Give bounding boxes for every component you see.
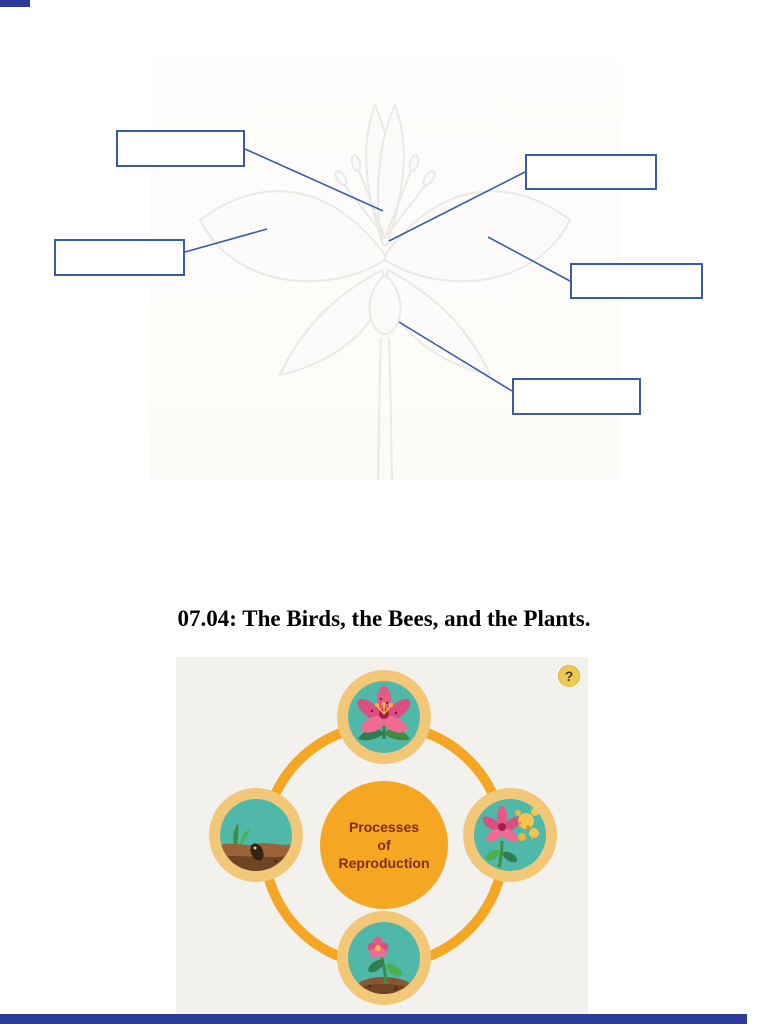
flower-outline-drawing [198, 102, 572, 480]
reproduction-infographic: ? Processes of Reproduction [176, 657, 588, 1015]
node-flower-button[interactable] [337, 670, 431, 764]
label-box-right[interactable] [570, 263, 703, 299]
center-label-line: Processes [348, 818, 420, 835]
flower-diagram-canvas [150, 60, 620, 480]
seedling-icon [354, 936, 414, 994]
bottom-edge-bar [0, 1014, 747, 1024]
top-edge-bar [0, 0, 30, 7]
node-pollination-button[interactable] [463, 788, 557, 882]
label-box-top-right[interactable] [525, 154, 657, 190]
node-seedling-button[interactable] [337, 911, 431, 1005]
page-title: 07.04: The Birds, the Bees, and the Plan… [177, 606, 591, 631]
seed-in-soil-icon [220, 823, 292, 871]
node-art [348, 681, 420, 753]
help-button[interactable]: ? [558, 665, 580, 687]
pollinated-flower-icon [482, 806, 539, 868]
label-box-top-left[interactable] [116, 130, 245, 167]
node-art [348, 922, 420, 994]
center-label-line: Reproduction [338, 855, 430, 872]
center-label-line: of [377, 836, 391, 853]
label-box-bottom[interactable] [512, 378, 641, 415]
node-art [474, 799, 546, 871]
label-box-left[interactable] [54, 239, 185, 276]
center-circle: Processes of Reproduction [320, 781, 448, 909]
node-seed-button[interactable] [209, 788, 303, 882]
node-art [220, 799, 292, 871]
lily-flower-icon [357, 686, 411, 741]
